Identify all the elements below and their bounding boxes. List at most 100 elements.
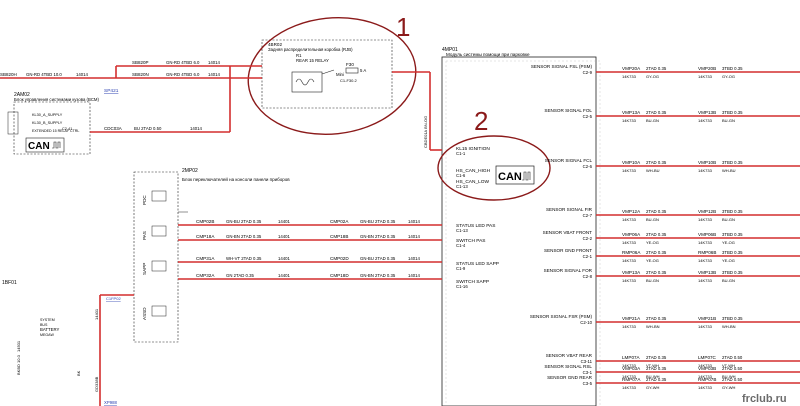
wire-spec: GN-BU 2TAD 0.35 bbox=[226, 219, 262, 224]
switch-label: PAS bbox=[142, 231, 147, 240]
wire-code: VMP21B bbox=[698, 316, 716, 321]
wire-sb820p-num: 14014 bbox=[208, 60, 221, 65]
wire-spec: 3TBD 0.35 bbox=[722, 209, 743, 214]
wire-number: 14K733 bbox=[622, 118, 637, 123]
pin-switch-pas-label: SWITCH PAS bbox=[456, 238, 486, 244]
pin-can-low: C1-13 bbox=[456, 184, 468, 189]
wire-number: 14014 bbox=[408, 256, 421, 261]
wire-spec: 3TBD 0.35 bbox=[722, 250, 743, 255]
sensor-name: SENSOR SIGNAL FCL bbox=[545, 158, 593, 163]
bcm-kl30a: KL30_A_SUPPLY bbox=[32, 113, 63, 117]
wire-sb820n: SB820N bbox=[132, 72, 149, 77]
wire-code: CMP02A bbox=[330, 219, 349, 224]
wire-code: CMP02D bbox=[330, 256, 349, 261]
wire-color: BU-GN bbox=[722, 217, 735, 222]
battery-label: BATTERY bbox=[40, 327, 60, 332]
sensor-pin: C2-1 bbox=[583, 254, 593, 259]
connector-c1fp02-link[interactable]: C1FP02 bbox=[106, 296, 121, 301]
can-wave-icon bbox=[522, 171, 531, 181]
connector-xp988-link[interactable]: XP988 bbox=[104, 400, 118, 405]
wire-spec: GN-BN 2TAD 0.35 bbox=[226, 234, 262, 239]
wire-number: 14401 bbox=[278, 273, 291, 278]
wire-number: 14K733 bbox=[698, 74, 713, 79]
vert-label-4: GD338B bbox=[94, 376, 99, 392]
wire-number: 14K733 bbox=[698, 258, 713, 263]
wire-cdc03a-spec: BU 2TAD 0.50 bbox=[134, 126, 162, 131]
console-code: 2MP02 bbox=[182, 168, 198, 174]
vert-label-5: 14401 bbox=[94, 308, 99, 320]
wire-spec: GN-BU 2TAD 0.35 bbox=[360, 219, 396, 224]
bcm-code: 2AM02 bbox=[14, 92, 30, 98]
wire-code: CMP32A bbox=[196, 273, 215, 278]
wire-number: 14014 bbox=[408, 219, 421, 224]
wire-number: 14K733 bbox=[622, 168, 637, 173]
console-box bbox=[133, 171, 179, 343]
wire-color: BU-WH bbox=[722, 374, 736, 379]
pin-switch-pas: C1-4 bbox=[456, 243, 466, 248]
wire-color: WH-BU bbox=[646, 168, 660, 173]
switch-label: PDC bbox=[142, 195, 147, 205]
sensor-name: SENSOR SIGNAL FIR bbox=[546, 207, 593, 212]
wire-spec: GN-BN 2TAD 0.35 bbox=[360, 273, 396, 278]
fuse-icon bbox=[345, 67, 359, 74]
wire-code: VMP06A bbox=[622, 232, 641, 237]
pin-switch-sapp-label: SWITCH SAPP bbox=[456, 279, 489, 285]
wire-code: VMP13B bbox=[698, 270, 716, 275]
wire-number: 14K733 bbox=[698, 374, 713, 379]
switch-label: ASSD bbox=[142, 307, 147, 320]
wire-number: 14K733 bbox=[698, 168, 713, 173]
wire-spec: 3TBD 0.35 bbox=[722, 66, 743, 71]
wire-number: 14K733 bbox=[622, 374, 637, 379]
wire-spec: 2TAD 0.35 bbox=[646, 355, 667, 360]
relay-code: R1 bbox=[296, 53, 302, 58]
wire-spec: 2TAD 0.35 bbox=[646, 232, 667, 237]
wire-spec: GN 2TAD 0.35 bbox=[226, 273, 254, 278]
annotation-circle-2 bbox=[437, 135, 551, 201]
wire-spec: 3TBD 0.35 bbox=[722, 232, 743, 237]
wire-number: 14401 bbox=[278, 219, 291, 224]
wire-number: 14K733 bbox=[622, 363, 637, 368]
switch-symbol bbox=[151, 260, 167, 272]
wire-code: VMP12B bbox=[698, 209, 716, 214]
wire-spec: 3TBD 0.35 bbox=[722, 160, 743, 165]
wire-spec: 2TAD 0.35 bbox=[646, 110, 667, 115]
wire-code: RMP06A bbox=[622, 250, 641, 255]
ref-1bf01: 1BF01 bbox=[2, 280, 17, 286]
wire-spec: GN-BU 2TAD 0.35 bbox=[360, 256, 396, 261]
wire-number: 14014 bbox=[408, 234, 421, 239]
wire-code: CMP18A bbox=[196, 234, 215, 239]
pin-kl15: C1-1 bbox=[456, 151, 466, 156]
wire-spec: GN-BN 2TAD 0.35 bbox=[360, 234, 396, 239]
wire-cbde01a: CBDE01A BN-OG bbox=[423, 116, 428, 148]
wire-spec: 2TAD 0.50 bbox=[722, 355, 743, 360]
wire-color: WH-BN bbox=[722, 324, 736, 329]
wire-number: 14401 bbox=[278, 256, 291, 261]
wire-number: 14K733 bbox=[698, 278, 713, 283]
relay-name: REAR 15 RELAY bbox=[296, 58, 329, 63]
wire-code: LMP07C bbox=[698, 355, 717, 360]
wire-spec: 2TAD 0.50 bbox=[722, 377, 743, 382]
wire-number: 14K733 bbox=[622, 258, 637, 263]
console-title: Блок переключателей на консоли панели пр… bbox=[182, 176, 290, 182]
wire-sb820h-spec: GN-RD 4TBD 10.0 bbox=[26, 72, 62, 77]
wire-number: 14K733 bbox=[622, 324, 637, 329]
wire-code: VMP06B bbox=[698, 232, 716, 237]
wire-color: WH-BN bbox=[646, 324, 660, 329]
wire-color: BU-WH bbox=[646, 374, 660, 379]
sensor-name: SENSOR GND REAR bbox=[547, 375, 593, 380]
sensor-name: SENSOR SIGNAL FSR (PSM) bbox=[530, 314, 593, 319]
sensor-name: SENSOR VBAT FRONT bbox=[543, 230, 593, 235]
splice-sp421-link[interactable]: SP421 bbox=[104, 88, 119, 94]
pin-switch-sapp: C1-16 bbox=[456, 284, 468, 289]
wire-number: 14K733 bbox=[622, 217, 637, 222]
wire-code: VMP10B bbox=[698, 160, 716, 165]
wire-code: VMP20A bbox=[622, 66, 641, 71]
wire-number: 14K733 bbox=[622, 74, 637, 79]
wire-color: BU-GN bbox=[722, 278, 735, 283]
bcm-ext-relay: EXTENDED 15 RELAY CTRL bbox=[32, 129, 79, 133]
wire-code: VMP13A bbox=[622, 270, 641, 275]
vert-label-2: 14501 bbox=[16, 340, 21, 352]
